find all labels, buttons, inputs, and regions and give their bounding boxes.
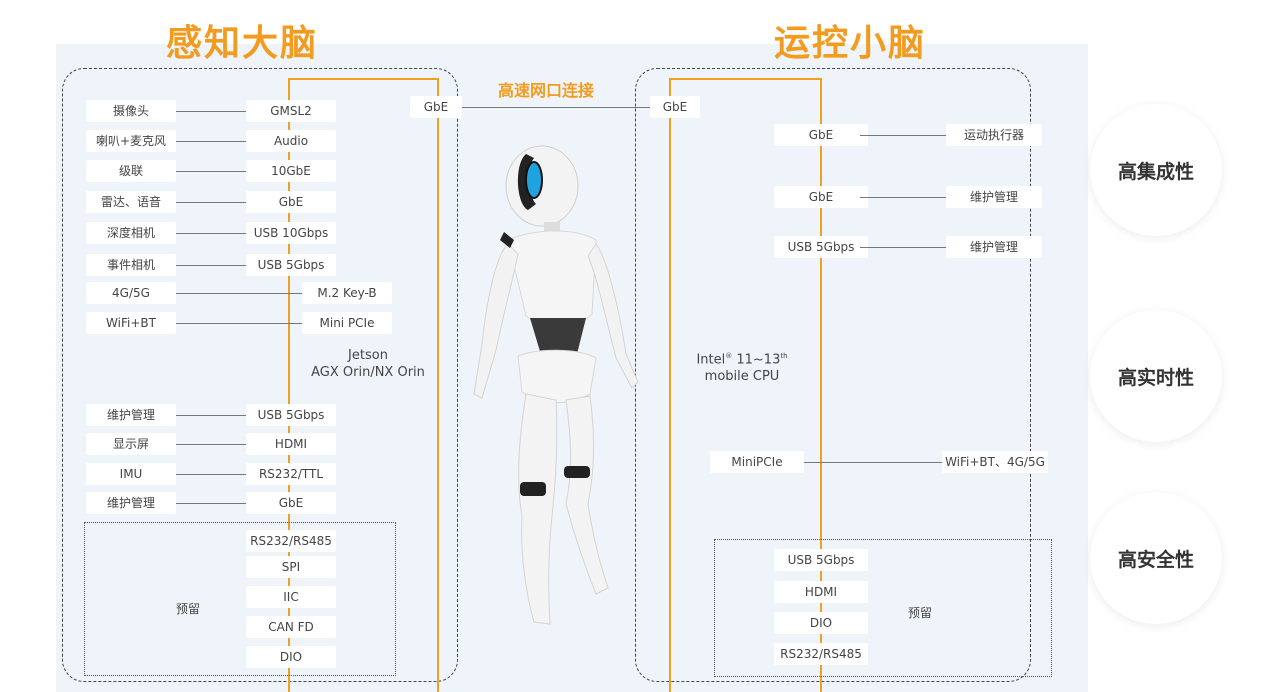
left-port-box: Audio: [246, 130, 336, 152]
robot-right-leg: [565, 395, 609, 595]
jetson-line2: AGX Orin/NX Orin: [311, 365, 425, 380]
left-bus-top: [288, 78, 438, 80]
left-port-box: 10GbE: [246, 160, 336, 182]
left-device-label: 事件相机: [86, 254, 176, 276]
left-device-label: 维护管理: [86, 404, 176, 426]
left-port-box: GMSL2: [246, 100, 336, 122]
robot-visor: [525, 161, 543, 199]
left-device-label: 级联: [86, 160, 176, 182]
connector-line: [804, 462, 942, 463]
left-port-box: USB 5Gbps: [246, 404, 336, 426]
left-port-box: USB 5Gbps: [246, 254, 336, 276]
intel-cpu-label: Intel® 11~13th mobile CPU: [692, 348, 792, 385]
right-bus-top: [669, 78, 821, 80]
feature-realtime: 高实时性: [1090, 310, 1222, 442]
robot-torso: [507, 230, 597, 326]
right-device-label: 维护管理: [946, 236, 1042, 258]
connector-line: [176, 233, 246, 234]
left-port-box: M.2 Key-B: [302, 282, 392, 304]
perception-brain-box: [62, 68, 458, 682]
right-reserved-port: HDMI: [774, 581, 868, 603]
connector-line: [860, 247, 946, 248]
connector-line: [176, 444, 246, 445]
right-title: 运控小脑: [774, 23, 927, 64]
connector-line: [176, 111, 246, 112]
right-gbe-external: GbE: [650, 96, 700, 118]
right-bus-right: [820, 78, 822, 692]
connector-line: [176, 265, 246, 266]
left-port-box: RS232/TTL: [246, 463, 336, 485]
robot-left-knee-joint: [520, 482, 546, 496]
left-device-label: WiFi+BT: [86, 312, 176, 334]
feature-integration: 高集成性: [1090, 104, 1222, 236]
humanoid-robot-illustration: [473, 145, 639, 625]
connector-line: [176, 474, 246, 475]
left-bus-right: [437, 78, 439, 692]
robot-left-arm: [473, 243, 519, 399]
cpu-generation: 11~13: [732, 352, 781, 368]
left-device-label: IMU: [86, 463, 176, 485]
left-gbe-external: GbE: [410, 96, 462, 118]
left-device-label: 摄像头: [86, 100, 176, 122]
right-port-box: GbE: [774, 124, 868, 146]
left-device-label: 深度相机: [86, 222, 176, 244]
connector-line: [176, 503, 246, 504]
left-device-label: 显示屏: [86, 433, 176, 455]
right-minipcie-box: MiniPCIe: [710, 451, 804, 473]
left-device-label: 雷达、语音: [86, 191, 176, 213]
high-speed-link-label: 高速网口连接: [498, 81, 595, 100]
left-device-label: 4G/5G: [86, 282, 176, 304]
left-port-box: GbE: [246, 492, 336, 514]
left-reserved-box: [84, 522, 396, 676]
right-reserved-port: USB 5Gbps: [774, 549, 868, 571]
connector-line: [176, 293, 302, 294]
left-port-box: HDMI: [246, 433, 336, 455]
right-bus-left: [669, 78, 671, 692]
right-device-label: 维护管理: [946, 186, 1042, 208]
connector-line: [176, 415, 246, 416]
gbe-link-line: [462, 107, 650, 108]
robot-left-shoulder-joint: [500, 232, 514, 248]
left-title: 感知大脑: [166, 23, 319, 64]
cpu-registered-mark: ®: [725, 352, 733, 360]
feature-safety: 高安全性: [1090, 492, 1222, 624]
robot-right-knee-joint: [564, 466, 590, 478]
left-bus-left: [288, 78, 290, 692]
left-reserved-label: 预留: [176, 602, 201, 616]
connector-line: [860, 197, 946, 198]
jetson-module-label: Jetson AGX Orin/NX Orin: [306, 347, 430, 381]
left-device-label: 喇叭+麦克风: [86, 130, 176, 152]
left-port-box: USB 10Gbps: [246, 222, 336, 244]
left-reserved-port: SPI: [246, 556, 336, 578]
right-reserved-label: 预留: [908, 606, 933, 620]
left-reserved-port: CAN FD: [246, 616, 336, 638]
connector-line: [176, 323, 302, 324]
right-minipcie-device: WiFi+BT、4G/5G: [942, 451, 1048, 473]
cpu-generation-suffix: th: [780, 352, 788, 360]
cpu-line1: Intel® 11~13th: [692, 348, 792, 368]
left-port-box: Mini PCIe: [302, 312, 392, 334]
connector-line: [176, 141, 246, 142]
connector-line: [176, 171, 246, 172]
right-device-label: 运动执行器: [946, 124, 1042, 146]
left-port-box: GbE: [246, 191, 336, 213]
robot-left-leg: [518, 393, 558, 625]
right-reserved-box: [714, 539, 1052, 677]
connector-line: [860, 135, 946, 136]
cpu-line2: mobile CPU: [704, 369, 780, 385]
right-reserved-port: RS232/RS485: [774, 643, 868, 665]
right-port-box: USB 5Gbps: [774, 236, 868, 258]
connector-line: [176, 202, 246, 203]
right-reserved-port: DIO: [774, 612, 868, 634]
left-reserved-port: RS232/RS485: [246, 530, 336, 552]
cpu-brand: Intel: [696, 352, 726, 368]
robot-right-arm: [587, 243, 639, 389]
left-reserved-port: IIC: [246, 586, 336, 608]
left-device-label: 维护管理: [86, 492, 176, 514]
jetson-line1: Jetson: [348, 348, 388, 363]
robot-waist: [530, 318, 586, 358]
left-reserved-port: DIO: [246, 646, 336, 668]
right-port-box: GbE: [774, 186, 868, 208]
